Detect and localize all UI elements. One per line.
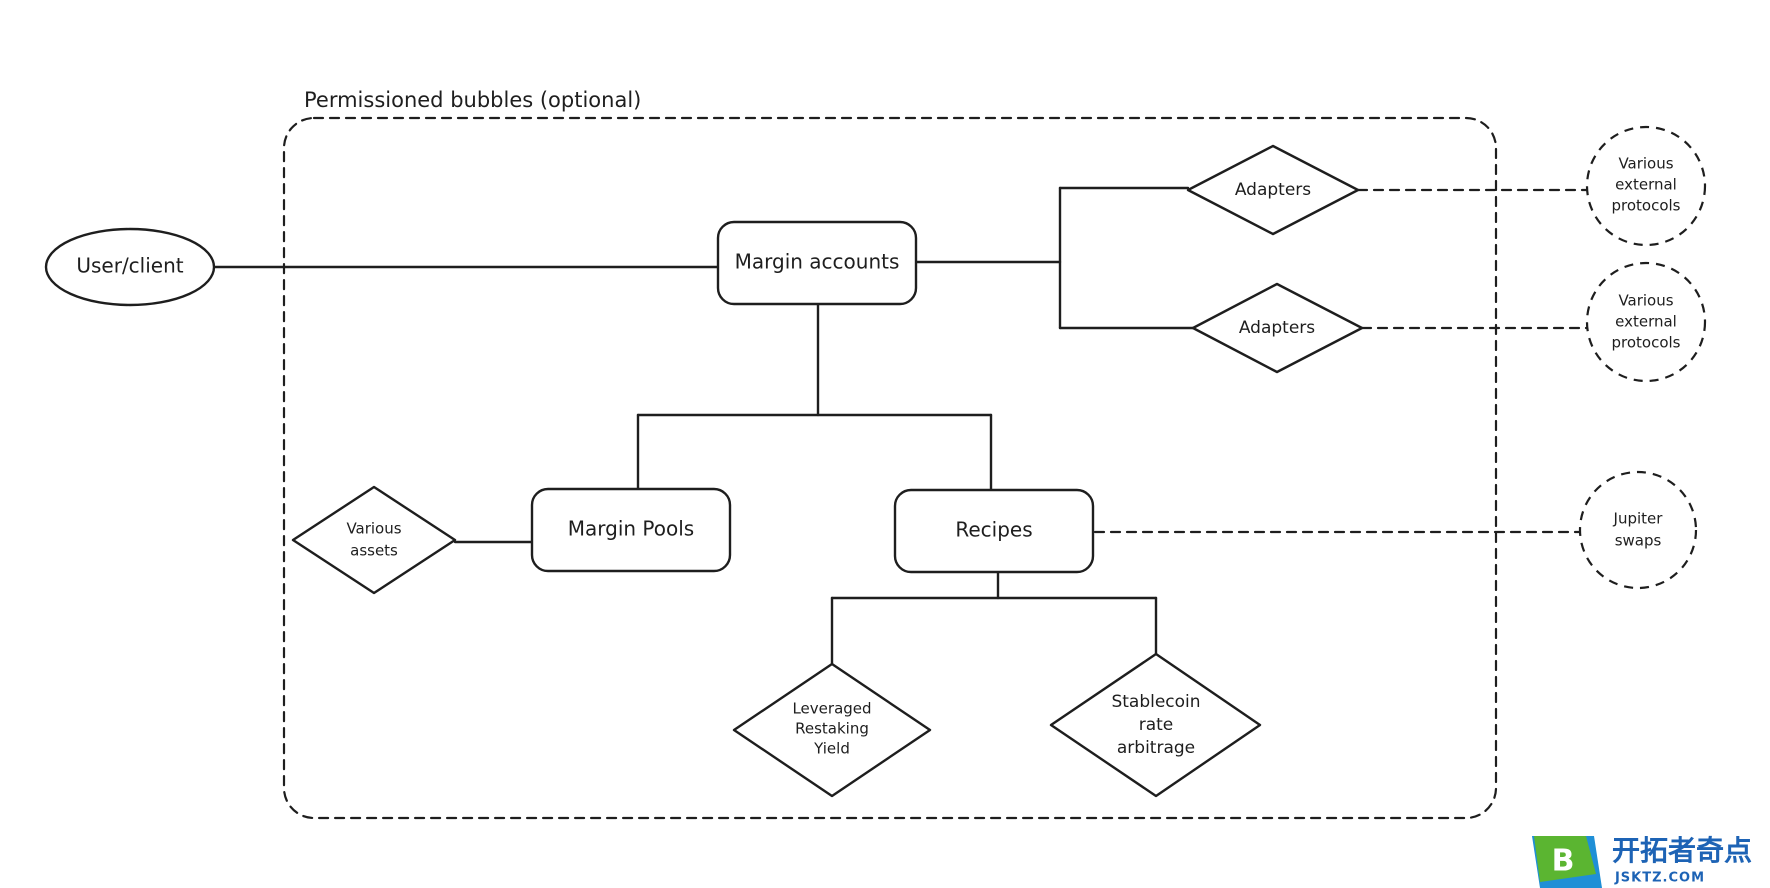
user-client-ellipse [44,227,216,307]
external-protocols-top-line-1: Various [1618,155,1673,173]
stablecoin-rate-arbitrage-diamond [1049,652,1262,798]
external-protocols-bottom-circle [1585,261,1707,383]
node-adapters-bottom: Adapters [1191,282,1364,374]
external-protocols-bottom-line-1: Various [1618,292,1673,310]
margin-pools-label: Margin Pools [568,517,694,541]
permissioned-boundary-label: Permissioned bubbles (optional) [304,88,641,112]
watermark-badge: B [1532,836,1602,888]
watermark-badge-green [1534,836,1596,882]
recipes-box [893,488,1095,574]
watermark: B 开拓者奇点 JSKTZ.COM [1532,834,1752,888]
margin-accounts-label: Margin accounts [735,250,900,274]
leveraged-restaking-yield-diamond [732,662,932,798]
external-protocols-bottom-line-3: protocols [1611,334,1680,352]
user-client-label: User/client [76,254,183,278]
node-margin-pools: Margin Pools [530,487,732,573]
node-recipes: Recipes [893,488,1095,574]
stablecoin-rate-arbitrage-line-3: arbitrage [1117,738,1195,758]
margin-accounts-box [716,220,918,306]
margin-pools-box [530,487,732,573]
external-protocols-top-line-2: external [1615,176,1677,194]
various-assets-diamond [291,485,457,595]
watermark-domain: JSKTZ.COM [1614,871,1705,886]
adapters-bottom-diamond [1191,282,1364,374]
permissioned-boundary: Permissioned bubbles (optional) [282,88,1498,820]
stablecoin-rate-arbitrage-line-2: rate [1139,715,1174,735]
jupiter-swaps-circle [1578,470,1698,590]
node-various-assets: Various assets [291,485,457,595]
node-user-client: User/client [44,227,216,307]
node-adapters-top: Adapters [1186,144,1360,236]
leveraged-restaking-yield-line-2: Restaking [795,720,869,738]
external-protocols-top-circle [1585,125,1707,247]
recipes-label: Recipes [955,518,1032,542]
node-margin-accounts: Margin accounts [716,220,918,306]
jupiter-swaps-line-1: Jupiter [1613,510,1664,528]
node-leveraged-restaking-yield: Leveraged Restaking Yield [732,662,932,798]
watermark-name: 开拓者奇点 [1612,834,1752,867]
adapters-top-label: Adapters [1235,180,1311,200]
external-protocols-bottom-line-2: external [1615,313,1677,331]
jupiter-swaps-line-2: swaps [1615,532,1662,550]
various-assets-line-2: assets [350,542,398,560]
node-external-protocols-top: Various external protocols [1585,125,1707,247]
adapters-top-diamond [1186,144,1360,236]
various-assets-line-1: Various [346,520,401,538]
node-external-protocols-bottom: Various external protocols [1585,261,1707,383]
node-stablecoin-rate-arbitrage: Stablecoin rate arbitrage [1049,652,1262,798]
external-protocols-top-line-3: protocols [1611,197,1680,215]
watermark-badge-letter: B [1552,844,1575,879]
stablecoin-rate-arbitrage-line-1: Stablecoin [1111,692,1200,712]
adapters-bottom-label: Adapters [1239,318,1315,338]
connectors [212,186,1589,669]
leveraged-restaking-yield-line-1: Leveraged [792,700,871,718]
permissioned-boundary-frame [282,116,1498,820]
node-jupiter-swaps: Jupiter swaps [1578,470,1698,590]
leveraged-restaking-yield-line-3: Yield [813,740,850,758]
